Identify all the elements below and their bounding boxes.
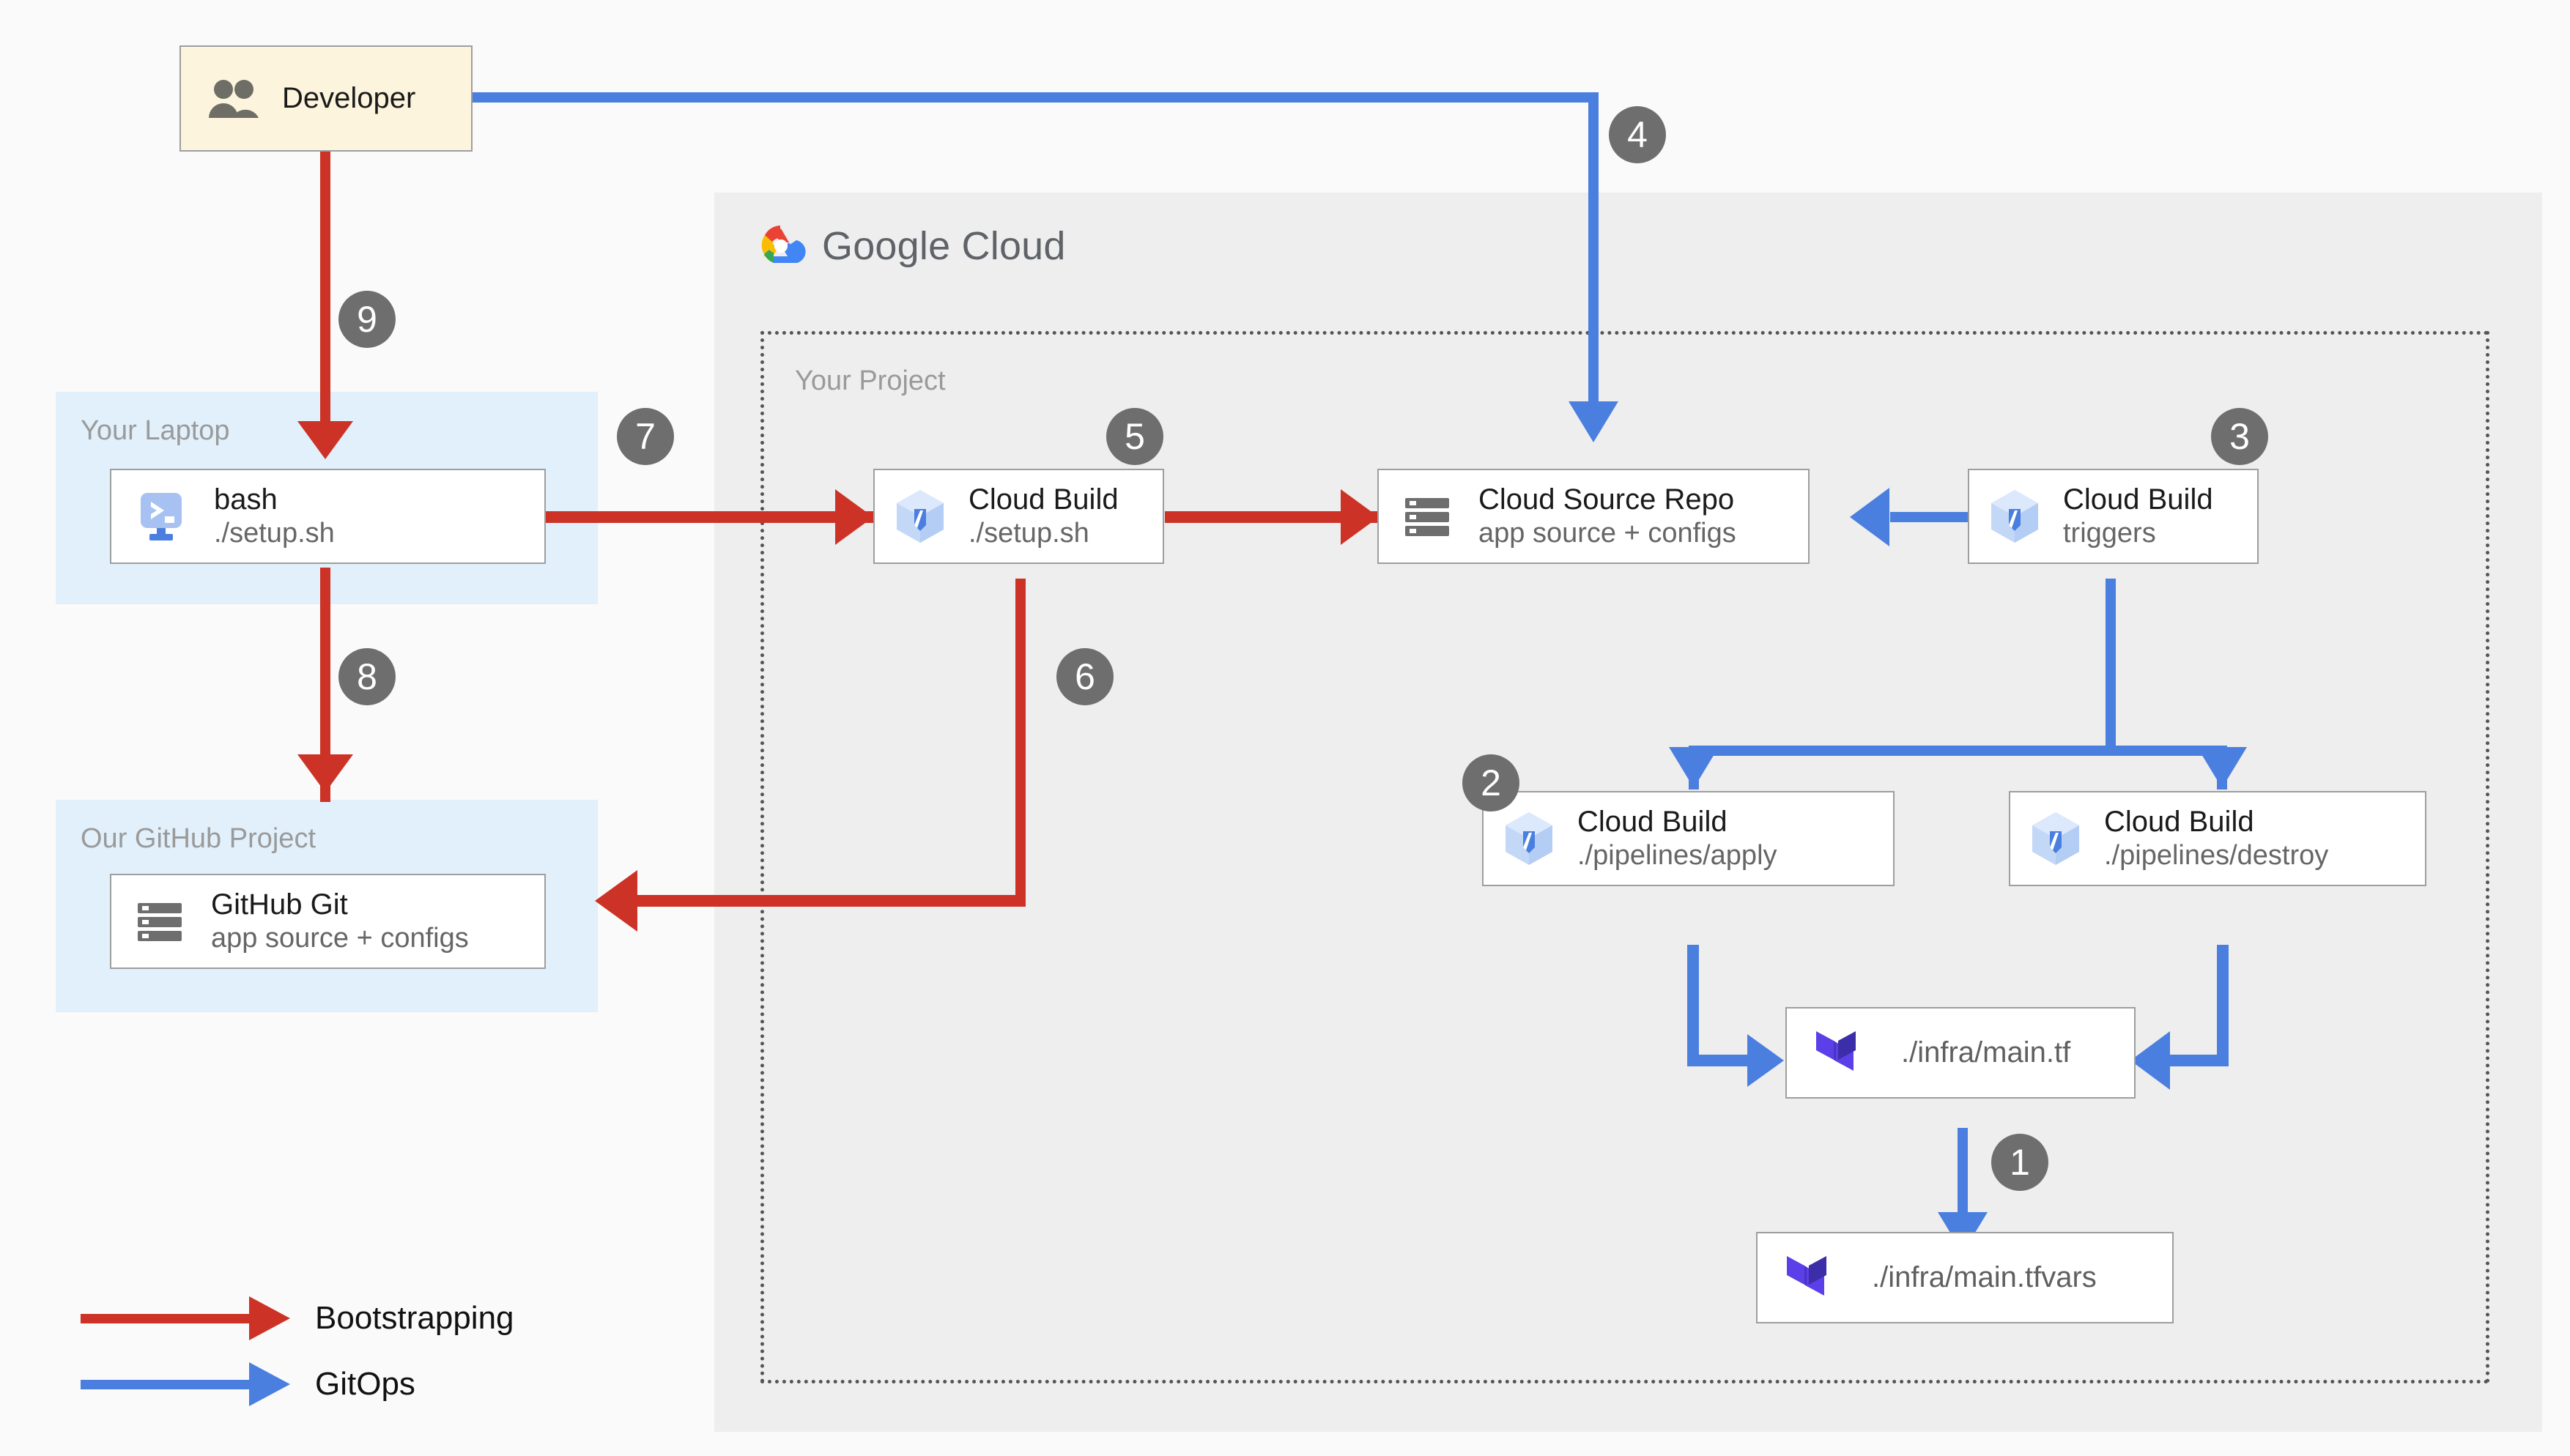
people-icon xyxy=(207,78,260,119)
node-terraform-main-tf-title: ./infra/main.tf xyxy=(1901,1036,2071,1069)
google-cloud-logo-lockup: Google Cloud xyxy=(755,223,1066,269)
node-terraform-tfvars-title: ./infra/main.tfvars xyxy=(1872,1260,2097,1293)
node-cloud-build-setup[interactable]: Cloud Build ./setup.sh xyxy=(873,469,1164,564)
legend-item-bootstrapping: Bootstrapping xyxy=(81,1296,514,1340)
cloud-word: Cloud xyxy=(961,224,1066,268)
google-cloud-icon xyxy=(755,224,806,269)
step-badge-4: 4 xyxy=(1609,106,1666,163)
node-cloud-build-apply-title: Cloud Build xyxy=(1577,805,1727,838)
node-cloud-build-apply-subtitle: ./pipelines/apply xyxy=(1577,840,1777,872)
step-badge-6: 6 xyxy=(1056,648,1114,705)
arrowhead-apply-to-main-tf xyxy=(1747,1034,1784,1087)
node-cloud-build-destroy-title: Cloud Build xyxy=(2104,805,2254,838)
node-terraform-main-tf-text: ./infra/main.tf xyxy=(1901,1036,2070,1070)
legend-label-gitops: GitOps xyxy=(315,1366,415,1402)
connector-triggers-to-source-repo xyxy=(1890,512,1971,522)
node-terraform-tfvars-text: ./infra/main.tfvars xyxy=(1872,1260,2097,1295)
cloud-build-icon xyxy=(1501,809,1557,868)
connector-destroy-to-main-tf-vertical xyxy=(2217,945,2229,1066)
connector-developer-to-source-repo-horizontal xyxy=(473,92,1599,103)
node-github-git-text: GitHub Git app source + configs xyxy=(211,888,469,955)
your-laptop-label: Your Laptop xyxy=(81,415,230,446)
node-terraform-main-tf[interactable]: ./infra/main.tf xyxy=(1785,1007,2136,1099)
node-cloud-build-setup-text: Cloud Build ./setup.sh xyxy=(969,483,1119,550)
node-cloud-source-repo-text: Cloud Source Repo app source + configs xyxy=(1478,483,1736,550)
node-bash-subtitle: ./setup.sh xyxy=(214,518,335,549)
arrowhead-bash-to-github xyxy=(297,754,353,792)
node-bash[interactable]: bash ./setup.sh xyxy=(110,469,546,564)
legend-line-gitops xyxy=(81,1379,249,1389)
step-badge-3: 3 xyxy=(2211,408,2268,465)
connector-apply-to-main-tf-vertical xyxy=(1687,945,1699,1066)
connector-triggers-split-horizontal xyxy=(1689,746,2227,756)
node-developer-title: Developer xyxy=(282,81,416,114)
node-bash-title: bash xyxy=(214,483,278,516)
legend-line-bootstrapping xyxy=(81,1313,249,1323)
connector-bash-to-github xyxy=(320,568,330,802)
connector-bash-to-cloudbuild-setup xyxy=(546,511,875,523)
node-bash-text: bash ./setup.sh xyxy=(214,483,335,550)
node-cloud-source-repo[interactable]: Cloud Source Repo app source + configs xyxy=(1377,469,1810,564)
node-cloud-build-triggers-text: Cloud Build triggers xyxy=(2063,483,2213,550)
connector-developer-to-source-repo-vertical xyxy=(1588,92,1599,423)
connector-main-tf-to-tfvars xyxy=(1958,1128,1968,1234)
arrowhead-developer-to-bash xyxy=(297,421,353,459)
node-cloud-build-triggers-title: Cloud Build xyxy=(2063,483,2213,516)
terraform-icon xyxy=(1813,1022,1867,1084)
node-cloud-build-destroy[interactable]: Cloud Build ./pipelines/destroy xyxy=(2009,791,2426,886)
cloud-build-icon xyxy=(1987,487,2043,546)
our-github-project-label: Our GitHub Project xyxy=(81,823,316,854)
node-cloud-build-setup-subtitle: ./setup.sh xyxy=(969,518,1089,549)
node-cloud-build-destroy-subtitle: ./pipelines/destroy xyxy=(2104,840,2329,872)
node-cloud-source-repo-title: Cloud Source Repo xyxy=(1478,483,1735,516)
your-project-label: Your Project xyxy=(795,365,946,396)
arrowhead-developer-to-source-repo xyxy=(1569,401,1618,442)
terminal-icon xyxy=(133,489,189,544)
legend-arrowhead-bootstrapping xyxy=(249,1296,290,1340)
node-developer[interactable]: Developer xyxy=(179,45,473,152)
legend-label-bootstrapping: Bootstrapping xyxy=(315,1300,514,1336)
arrowhead-triggers-to-source-repo xyxy=(1850,488,1889,546)
connector-cloudbuild-setup-to-source-repo xyxy=(1165,511,1385,523)
node-cloud-build-apply[interactable]: Cloud Build ./pipelines/apply xyxy=(1482,791,1895,886)
connector-developer-to-bash xyxy=(320,150,330,432)
arrowhead-destroy-to-main-tf xyxy=(2130,1031,2170,1090)
repository-icon xyxy=(1401,490,1454,543)
arrowhead-cloudbuild-setup-to-source-repo xyxy=(1341,489,1379,545)
google-cloud-wordmark: Google Cloud xyxy=(822,223,1066,269)
arrowhead-triggers-to-apply xyxy=(1669,747,1719,788)
node-cloud-build-triggers[interactable]: Cloud Build triggers xyxy=(1968,469,2259,564)
node-cloud-build-destroy-text: Cloud Build ./pipelines/destroy xyxy=(2104,805,2328,872)
cloud-build-icon xyxy=(892,487,948,546)
node-github-git-title: GitHub Git xyxy=(211,888,348,921)
arrowhead-triggers-to-destroy xyxy=(2197,747,2247,788)
node-terraform-tfvars[interactable]: ./infra/main.tfvars xyxy=(1756,1232,2174,1323)
step-badge-7: 7 xyxy=(617,408,674,465)
step-badge-8: 8 xyxy=(338,648,396,705)
node-cloud-build-apply-text: Cloud Build ./pipelines/apply xyxy=(1577,805,1777,872)
node-cloud-source-repo-subtitle: app source + configs xyxy=(1478,518,1736,549)
step-badge-2: 2 xyxy=(1462,754,1519,811)
connector-cloudbuild-setup-down xyxy=(1015,579,1026,902)
node-github-git[interactable]: GitHub Git app source + configs xyxy=(110,874,546,969)
arrowhead-cloudbuild-setup-to-github xyxy=(595,870,637,932)
connector-cloudbuild-setup-to-github-horizontal xyxy=(630,895,1026,907)
legend-item-gitops: GitOps xyxy=(81,1362,415,1406)
node-github-git-subtitle: app source + configs xyxy=(211,923,469,954)
node-developer-text: Developer xyxy=(282,81,415,116)
terraform-icon xyxy=(1784,1247,1838,1309)
cloud-build-icon xyxy=(2028,809,2084,868)
connector-destroy-to-main-tf-horizontal xyxy=(2165,1055,2229,1066)
connector-triggers-down xyxy=(2106,579,2116,754)
step-badge-5: 5 xyxy=(1106,408,1163,465)
repository-icon xyxy=(133,895,186,948)
step-badge-9: 9 xyxy=(338,291,396,348)
node-cloud-build-setup-title: Cloud Build xyxy=(969,483,1119,516)
step-badge-1: 1 xyxy=(1991,1134,2048,1191)
arrowhead-bash-to-cloudbuild-setup xyxy=(835,489,873,545)
google-word: Google xyxy=(822,224,951,268)
legend-arrowhead-gitops xyxy=(249,1362,290,1406)
your-project-boundary xyxy=(760,331,2489,1383)
node-cloud-build-triggers-subtitle: triggers xyxy=(2063,518,2156,549)
